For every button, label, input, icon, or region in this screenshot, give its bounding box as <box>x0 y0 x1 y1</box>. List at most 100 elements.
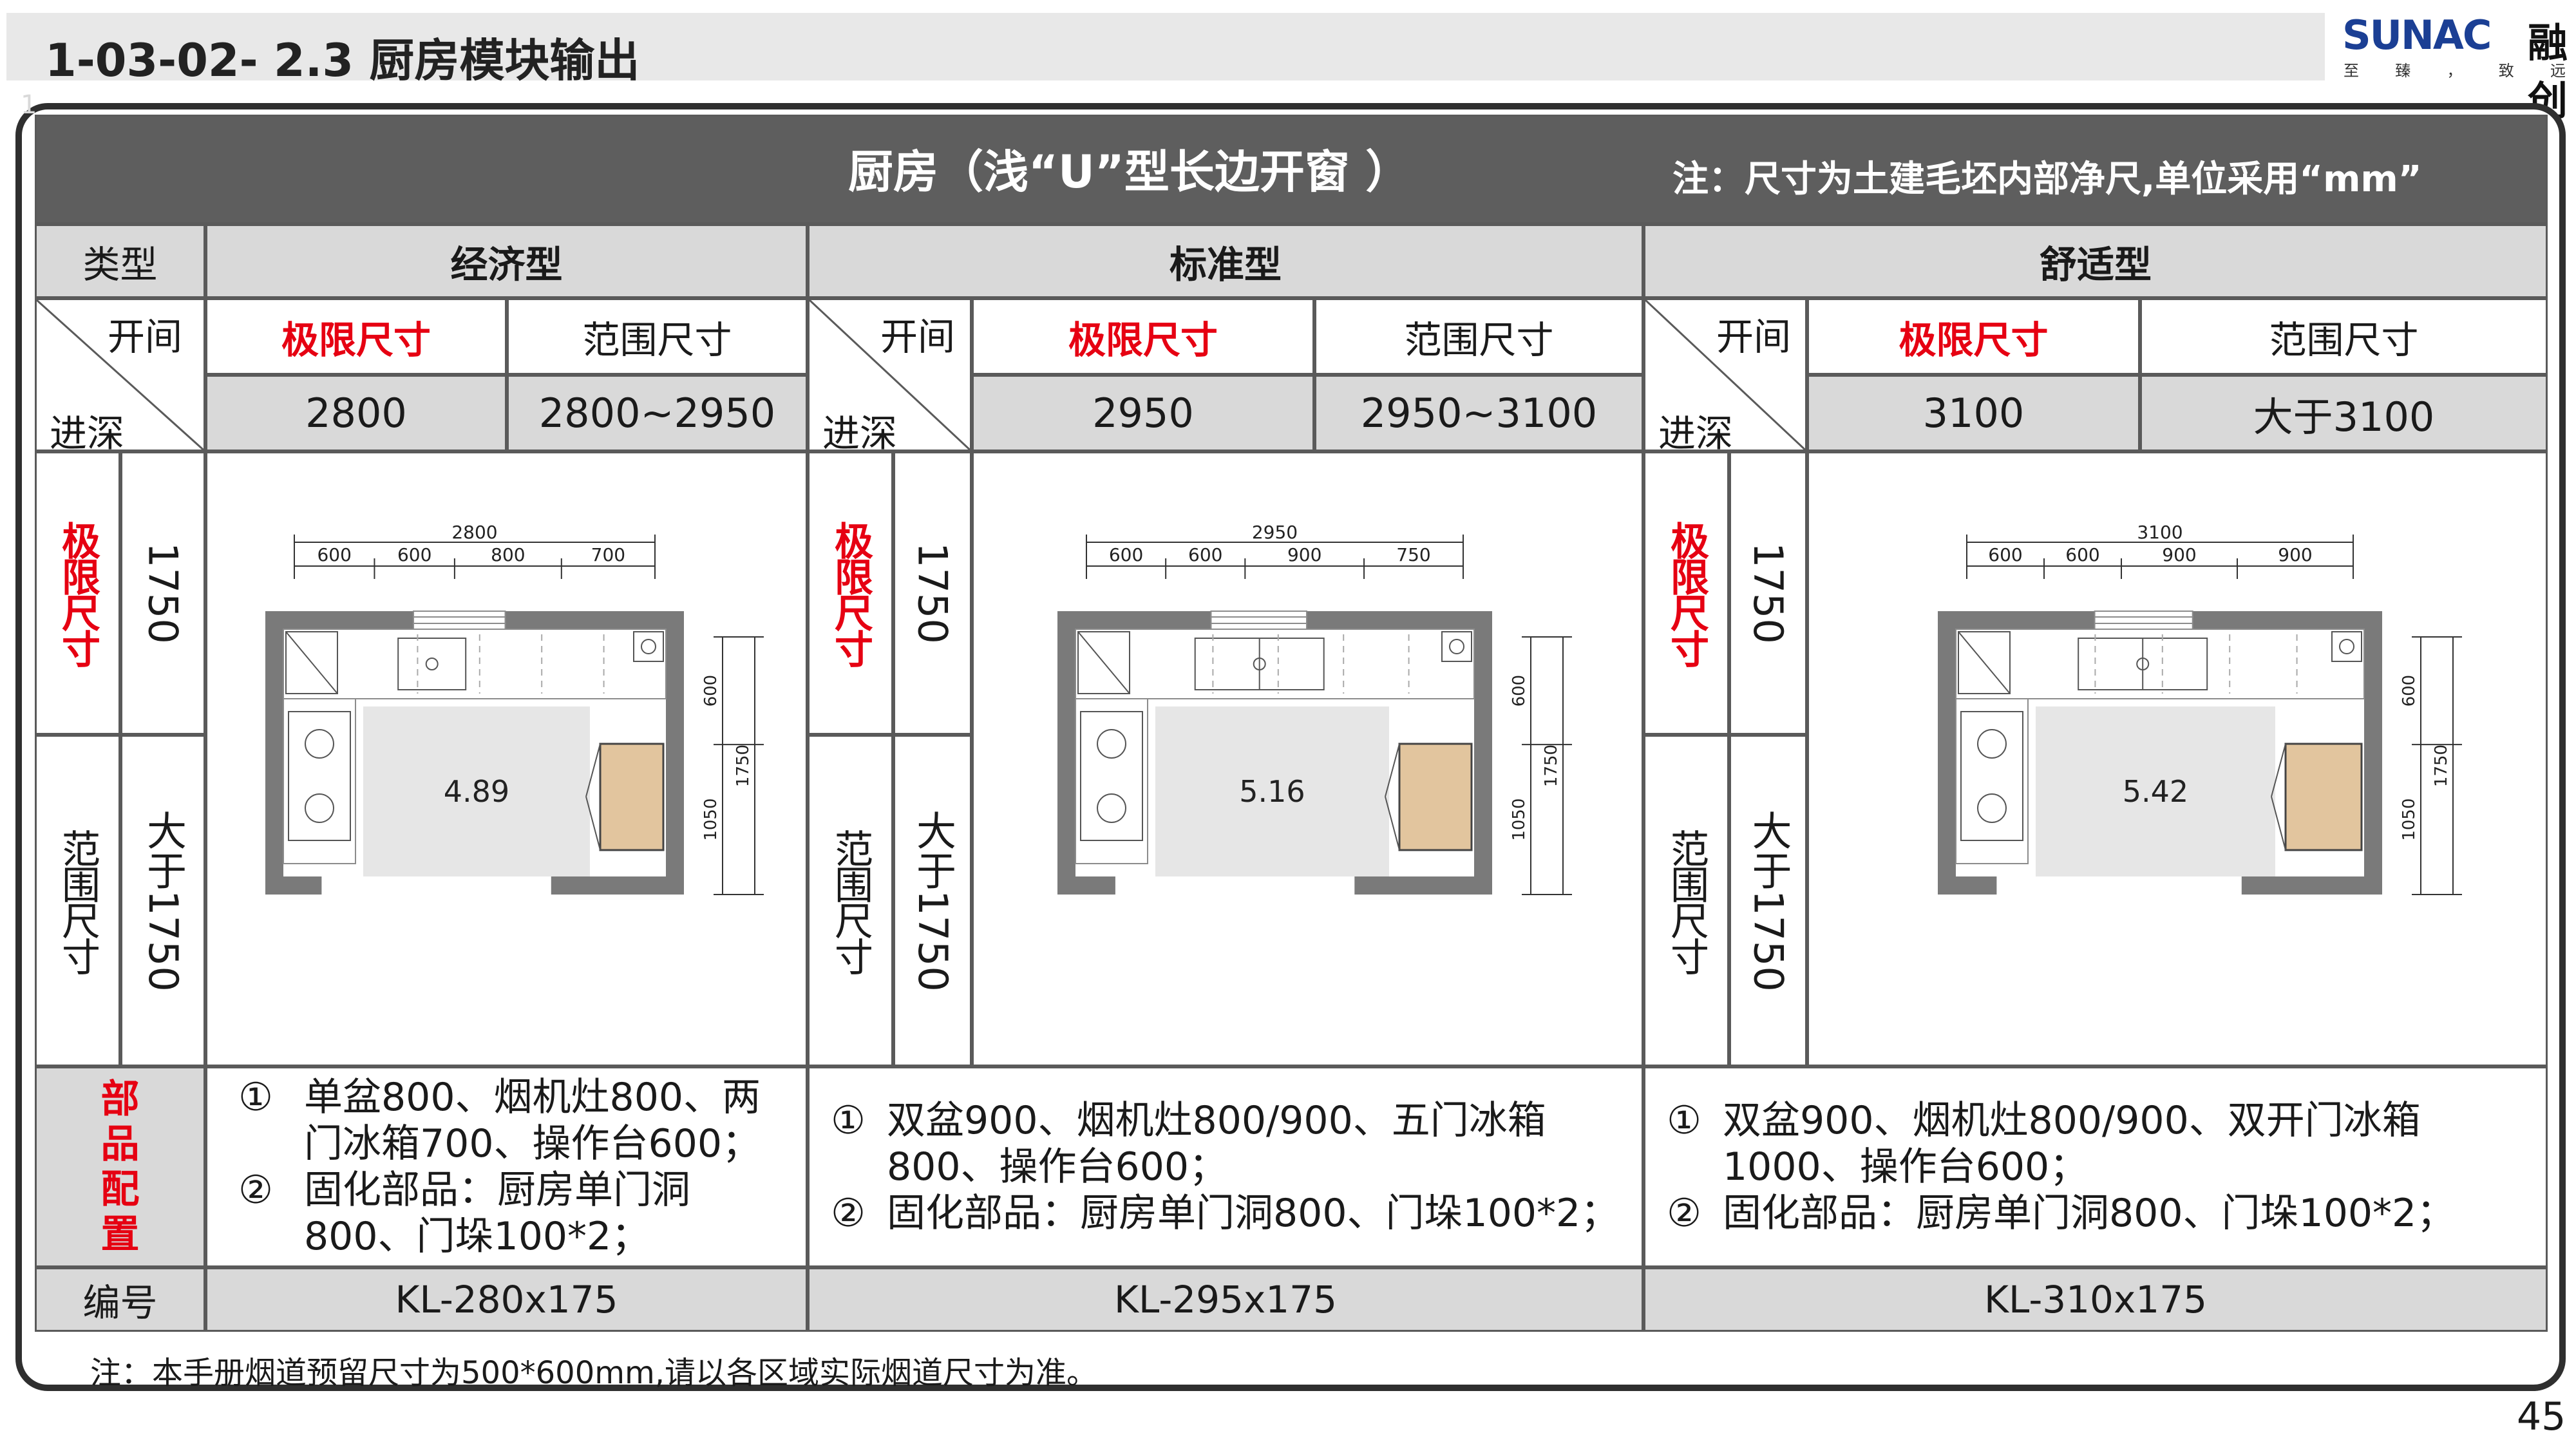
page-number: 45 <box>2517 1394 2566 1439</box>
door-opening <box>321 876 551 895</box>
corner-column <box>633 631 664 662</box>
flue-cross <box>285 631 338 694</box>
depth-limit-label: 极限尺寸 <box>35 451 120 735</box>
fridge-door-swing <box>2271 796 2286 851</box>
dimension-value: 600 <box>1988 544 2022 565</box>
fridge <box>599 743 665 851</box>
fridge-door-swing <box>585 796 601 851</box>
corner-column <box>2331 631 2362 662</box>
type-header-economy: 经济型 <box>205 224 808 298</box>
depth-range-label: 范围尺寸 <box>808 735 893 1066</box>
window-opening <box>412 611 506 630</box>
dimension-value: 600 <box>1109 544 1143 565</box>
dimension-value: 900 <box>1287 544 1321 565</box>
limit-width-value: 2800 <box>205 375 507 451</box>
door-opening <box>1996 876 2242 895</box>
type-header-standard: 标准型 <box>808 224 1643 298</box>
floor-area-value: 5.16 <box>1239 774 1305 809</box>
flue-cross <box>1958 631 2011 694</box>
page-title: 1-03-02- 2.3 厨房模块输出 <box>45 34 640 87</box>
fridge-door-swing <box>1385 796 1400 851</box>
range-size-label: 范围尺寸 <box>2140 298 2548 375</box>
stove <box>288 711 351 841</box>
floor-area-value: 4.89 <box>444 774 509 809</box>
table-title-bar: 厨房（浅“U”型长边开窗 ） 注：尺寸为土建毛坯内部净尺,单位采用“mm” <box>35 115 2548 224</box>
dimension-total: 2950 <box>1252 522 1298 543</box>
depth-limit-value: 1750 <box>893 451 972 735</box>
floor-area <box>2036 706 2275 876</box>
width-label: 开间 <box>108 315 183 359</box>
sink-drain <box>2136 658 2150 670</box>
stove-burner <box>1977 729 2007 759</box>
depth-range-label: 范围尺寸 <box>1643 735 1729 1066</box>
code-standard: KL-295x175 <box>808 1267 1643 1332</box>
dimension-value: 600 <box>317 544 351 565</box>
side-dimension-top: 600 <box>701 675 721 707</box>
table-title: 厨房（浅“U”型长边开窗 ） <box>848 146 1411 198</box>
range-width-value: 大于3100 <box>2140 375 2548 451</box>
depth-limit-value: 1750 <box>1729 451 1807 735</box>
dimension-value: 900 <box>2278 544 2312 565</box>
range-size-label: 范围尺寸 <box>507 298 808 375</box>
diagonal-line <box>810 300 974 453</box>
corner-pipe <box>2339 639 2354 654</box>
window-opening <box>1210 611 1308 630</box>
code-comfort: KL-310x175 <box>1643 1267 2548 1332</box>
range-width-value: 2800~2950 <box>507 375 808 451</box>
diagonal-line <box>1645 300 1809 453</box>
stove <box>1960 711 2023 841</box>
counter-top <box>283 629 667 699</box>
logo-slogan-char: 至 <box>2344 62 2359 80</box>
stove-burner <box>1097 729 1126 759</box>
logo-brand-text: SUNAC <box>2342 12 2492 59</box>
diagonal-header-comfort: 开间 进深 <box>1643 298 1809 455</box>
flue-cross <box>1077 631 1130 694</box>
dimension-value: 700 <box>591 544 625 565</box>
limit-size-label: 极限尺寸 <box>1807 298 2140 375</box>
corner-pipe <box>1449 639 1464 654</box>
logo-slogan: 至 臻 ， 致 远 <box>2344 58 2566 80</box>
code-economy: KL-280x175 <box>205 1267 808 1332</box>
dimension-value: 600 <box>2065 544 2099 565</box>
depth-limit-label: 极限尺寸 <box>808 451 893 735</box>
floor-area-value: 5.42 <box>2123 774 2188 809</box>
kitchen-module-table: 厨房（浅“U”型长边开窗 ） 注：尺寸为土建毛坯内部净尺,单位采用“mm” 类型… <box>35 115 2548 1337</box>
diagonal-header-economy: 开间 进深 <box>35 298 207 455</box>
ghost-mark: 1 <box>21 90 37 120</box>
stove <box>1080 711 1143 841</box>
depth-limit-label: 极限尺寸 <box>1643 451 1729 735</box>
depth-limit-value: 1750 <box>120 451 205 735</box>
dimension-value: 900 <box>2162 544 2196 565</box>
range-size-label: 范围尺寸 <box>1314 298 1643 375</box>
dimension-value: 800 <box>491 544 525 565</box>
limit-width-value: 3100 <box>1807 375 2140 451</box>
fridge-door-swing <box>2271 743 2286 797</box>
stove-burner <box>1977 793 2007 823</box>
logo-slogan-char: 臻 <box>2395 62 2411 80</box>
logo-slogan-char: 远 <box>2550 62 2566 80</box>
depth-label: 进深 <box>50 412 125 455</box>
depth-range-label: 范围尺寸 <box>35 735 120 1066</box>
fridge-door-swing <box>1385 743 1400 797</box>
stove-burner <box>305 729 334 759</box>
logo-chinese-text: 融创 <box>2528 19 2568 124</box>
depth-label: 进深 <box>1658 412 1734 455</box>
depth-range-value: 大于1750 <box>1729 735 1807 1066</box>
logo-slogan-char: 致 <box>2498 62 2514 80</box>
sink <box>397 638 467 690</box>
sink-drain <box>1253 658 1266 670</box>
floor-area <box>363 706 590 876</box>
depth-label: 进深 <box>822 412 898 455</box>
